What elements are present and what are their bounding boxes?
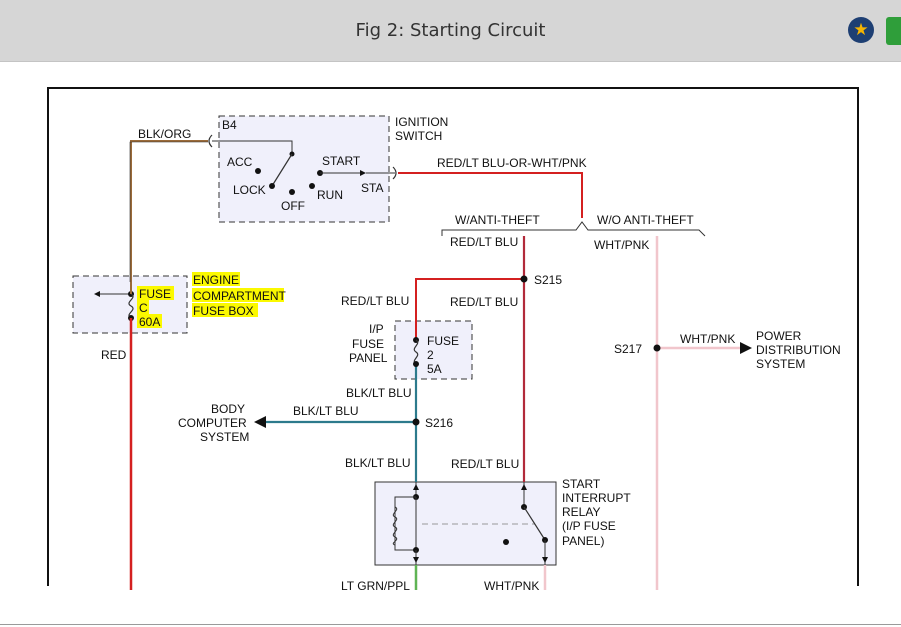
label-relay-line3: RELAY xyxy=(562,505,600,519)
fuse-c-symbol xyxy=(128,293,134,319)
label-fuse-2-line3: 5A xyxy=(427,362,442,376)
viewer-header: Fig 2: Starting Circuit ★ xyxy=(0,0,901,62)
label-wht-pnk-2: WHT/PNK xyxy=(680,332,735,346)
label-switch: SWITCH xyxy=(395,129,442,143)
label-wo-anti-theft: W/O ANTI-THEFT xyxy=(597,213,694,227)
label-fuse-2-line2: 2 xyxy=(427,348,434,362)
star-icon: ★ xyxy=(853,20,869,39)
label-system: SYSTEM xyxy=(200,430,249,444)
label-ip-fuse: FUSE xyxy=(352,337,384,351)
arrow-body-computer xyxy=(254,416,266,428)
label-run: RUN xyxy=(317,188,343,202)
label-relay-line5: PANEL) xyxy=(562,534,604,548)
label-pds-line3: SYSTEM xyxy=(756,357,805,371)
label-b4: B4 xyxy=(222,118,237,132)
ign-connector-b4 xyxy=(208,134,213,148)
label-blk-lt-blu-2: BLK/LT BLU xyxy=(293,404,359,418)
ignition-switch-box xyxy=(218,115,390,223)
label-engine: ENGINE xyxy=(193,273,239,287)
label-blk-org: BLK/ORG xyxy=(138,127,191,141)
label-relay-line1: START xyxy=(562,477,601,491)
label-relay-line4: (I/P FUSE xyxy=(562,519,616,533)
ign-b4-line xyxy=(212,140,293,154)
fuse-2-symbol xyxy=(413,339,419,365)
label-pds-line1: POWER xyxy=(756,329,802,343)
label-w-anti-theft: W/ANTI-THEFT xyxy=(455,213,540,227)
wire-blk-org xyxy=(130,140,208,282)
wire-red-lt-blu-branch xyxy=(415,278,524,340)
splice-s216 xyxy=(412,418,420,426)
label-fuse-box: FUSE BOX xyxy=(193,304,254,318)
label-relay-line2: INTERRUPT xyxy=(562,491,631,505)
label-red-lt-blu-or-wht-pnk: RED/LT BLU-OR-WHT/PNK xyxy=(437,156,587,170)
ip-fuse-panel-box xyxy=(394,320,473,380)
diagram-crop-mask xyxy=(40,586,870,624)
label-computer: COMPUTER xyxy=(178,416,247,430)
label-wht-pnk-3: WHT/PNK xyxy=(484,579,539,593)
splice-s215 xyxy=(520,275,528,283)
label-sta: STA xyxy=(361,181,383,195)
action-button[interactable] xyxy=(886,17,901,45)
label-lt-grn-ppl: LT GRN/PPL xyxy=(341,579,410,593)
ign-switch-arm xyxy=(271,153,293,187)
label-ip: I/P xyxy=(369,322,384,336)
favorite-button[interactable]: ★ xyxy=(848,17,874,43)
label-fuse-c-line2: C xyxy=(139,301,148,315)
label-compartment: COMPARTMENT xyxy=(193,289,287,303)
arrow-power-distribution xyxy=(740,342,752,354)
label-red-lt-blu-2: RED/LT BLU xyxy=(341,294,409,308)
label-lock: LOCK xyxy=(233,183,266,197)
label-pds-line2: DISTRIBUTION xyxy=(756,343,841,357)
label-s217: S217 xyxy=(614,342,642,356)
wire-blk-org-b xyxy=(129,141,208,282)
label-body: BODY xyxy=(211,402,245,416)
label-red-lt-blu-1: RED/LT BLU xyxy=(450,235,518,249)
label-red: RED xyxy=(101,348,127,362)
splice-s217 xyxy=(653,344,661,352)
label-wht-pnk-1: WHT/PNK xyxy=(594,238,649,252)
label-fuse-c-line1: FUSE xyxy=(139,287,171,301)
label-ip-panel: PANEL xyxy=(349,351,388,365)
anti-theft-bracket xyxy=(441,221,706,237)
label-fuse-c-line3: 60A xyxy=(139,315,160,329)
label-off: OFF xyxy=(281,199,305,213)
relay-coil-symbol xyxy=(392,506,398,546)
relay-contact-arm xyxy=(523,506,546,541)
label-s215: S215 xyxy=(534,273,562,287)
label-s216: S216 xyxy=(425,416,453,430)
label-ignition: IGNITION xyxy=(395,115,448,129)
wire-red-lt-blu-or-wht-pnk xyxy=(398,172,583,218)
label-acc: ACC xyxy=(227,155,253,169)
footer-divider xyxy=(0,624,901,625)
label-red-lt-blu-4: RED/LT BLU xyxy=(451,457,519,471)
ign-connector-sta xyxy=(392,166,397,180)
page-title: Fig 2: Starting Circuit xyxy=(355,20,546,41)
label-red-lt-blu-3: RED/LT BLU xyxy=(450,295,518,309)
label-blk-lt-blu-1: BLK/LT BLU xyxy=(346,386,412,400)
label-blk-lt-blu-3: BLK/LT BLU xyxy=(345,456,411,470)
label-start: START xyxy=(322,154,361,168)
label-fuse-2-line1: FUSE xyxy=(427,334,459,348)
